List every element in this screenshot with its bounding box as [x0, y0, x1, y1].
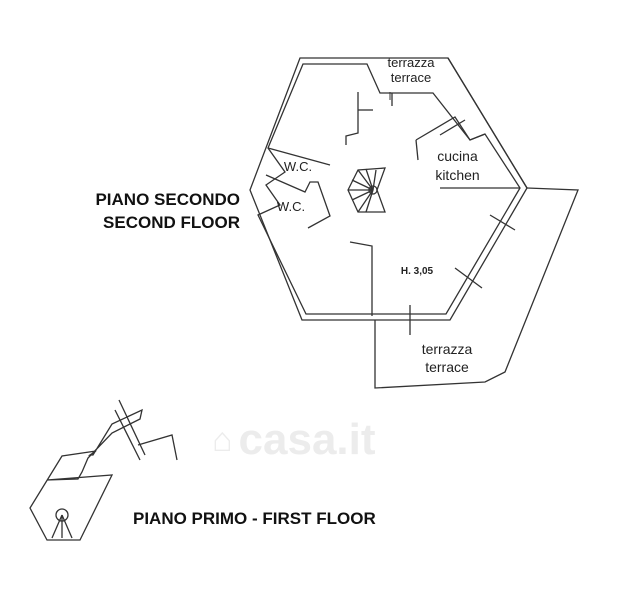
- label-wc-2: W.C.: [276, 199, 306, 214]
- house-logo-icon: ⌂: [212, 420, 233, 459]
- terrace-top-edge: [447, 57, 528, 189]
- hexagon-inner-wall: [257, 63, 521, 315]
- label-wc-1: W.C.: [283, 159, 313, 174]
- second-floor-plan: [249, 57, 579, 389]
- wall-wc2: [265, 174, 331, 229]
- wall-north: [345, 92, 359, 145]
- terrace-bottom-outline: [374, 187, 579, 389]
- watermark: ⌂casa.it: [212, 415, 376, 464]
- wall-kitchen: [415, 116, 486, 141]
- first-floor-plan: [29, 399, 178, 541]
- first-floor-title: PIANO PRIMO - FIRST FLOOR: [133, 509, 376, 528]
- hexagon-outer-wall: [249, 57, 528, 321]
- label-ceiling-height: H. 3,05: [400, 266, 434, 277]
- wall-wc1: [267, 147, 331, 166]
- spiral-staircase: [347, 167, 386, 213]
